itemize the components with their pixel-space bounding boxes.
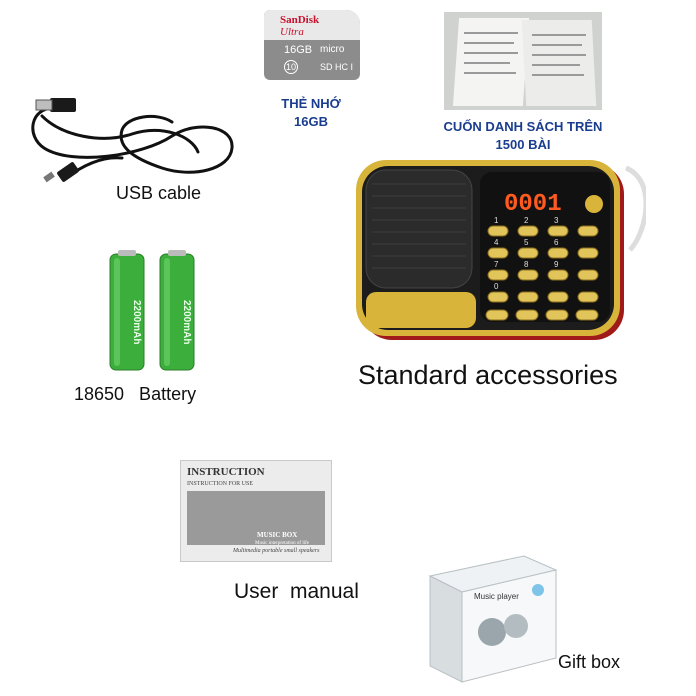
keypad-num-3: 3 — [554, 216, 559, 225]
song-list-booklet-caption-line2: 1500 BÀI — [495, 137, 551, 152]
memory-card-line: Ultra — [280, 26, 304, 38]
song-list-booklet-image — [444, 12, 602, 110]
radio-display-digits: 0001 — [504, 191, 562, 218]
memory-card-image: SanDisk Ultra 16GB micro 10 SD HC I — [264, 10, 360, 80]
battery-image: 2200mAh 2200mAh — [109, 250, 195, 371]
manual-cover-brand: MUSIC BOX — [257, 531, 298, 539]
battery-capacity-right: 2200mAh — [181, 300, 192, 344]
song-list-booklet-caption-line1: CUỐN DANH SÁCH TRÊN — [443, 119, 603, 134]
keypad-num-2: 2 — [524, 216, 529, 225]
memory-card-caption-line2: 16GB — [294, 114, 328, 129]
memory-card-caption: THẺ NHỚ 16GB — [266, 95, 356, 131]
memory-card-capacity: 16GB — [284, 44, 313, 56]
battery-label: 18650 Battery — [74, 384, 197, 404]
keypad-num-1: 1 — [494, 216, 499, 225]
gift-box-label: Gift box — [558, 652, 621, 672]
keypad-num-0: 0 — [494, 282, 499, 291]
usb-cable-image — [31, 98, 234, 183]
usb-cable-label: USB cable — [116, 183, 202, 203]
memory-card-hc: SD HC I — [320, 62, 354, 72]
user-manual-image: INSTRUCTION INSTRUCTION FOR USE MUSIC BO… — [180, 460, 332, 562]
keypad-num-7: 7 — [494, 260, 499, 269]
memory-card-micro: micro — [320, 44, 345, 55]
manual-cover-footer: Multimedia portable small speakers — [233, 548, 320, 554]
keypad-num-4: 4 — [494, 238, 499, 247]
memory-card-class: 10 — [284, 60, 298, 74]
keypad-num-9: 9 — [554, 260, 559, 269]
manual-cover-tagline: Music interpretation of life — [255, 541, 310, 546]
keypad-num-8: 8 — [524, 260, 529, 269]
gift-box-image — [428, 555, 558, 683]
manual-cover-subtitle: INSTRUCTION FOR USE — [187, 481, 254, 487]
memory-card-brand: SanDisk — [280, 14, 320, 26]
keypad-num-6: 6 — [554, 238, 559, 247]
manual-cover-title: INSTRUCTION — [187, 466, 265, 478]
memory-card-caption-line1: THẺ NHỚ — [281, 96, 341, 111]
song-list-booklet-caption: CUỐN DANH SÁCH TRÊN 1500 BÀI — [420, 118, 626, 154]
radio-speaker-image: 0001 1 2 3 4 5 6 7 8 9 0 — [356, 160, 646, 340]
accessories-heading: Standard accessories — [358, 360, 618, 390]
user-manual-label: User manual — [234, 580, 359, 603]
battery-capacity-left: 2200mAh — [131, 300, 142, 344]
keypad-num-5: 5 — [524, 238, 529, 247]
gift-box-print-text: Music player — [474, 592, 519, 601]
